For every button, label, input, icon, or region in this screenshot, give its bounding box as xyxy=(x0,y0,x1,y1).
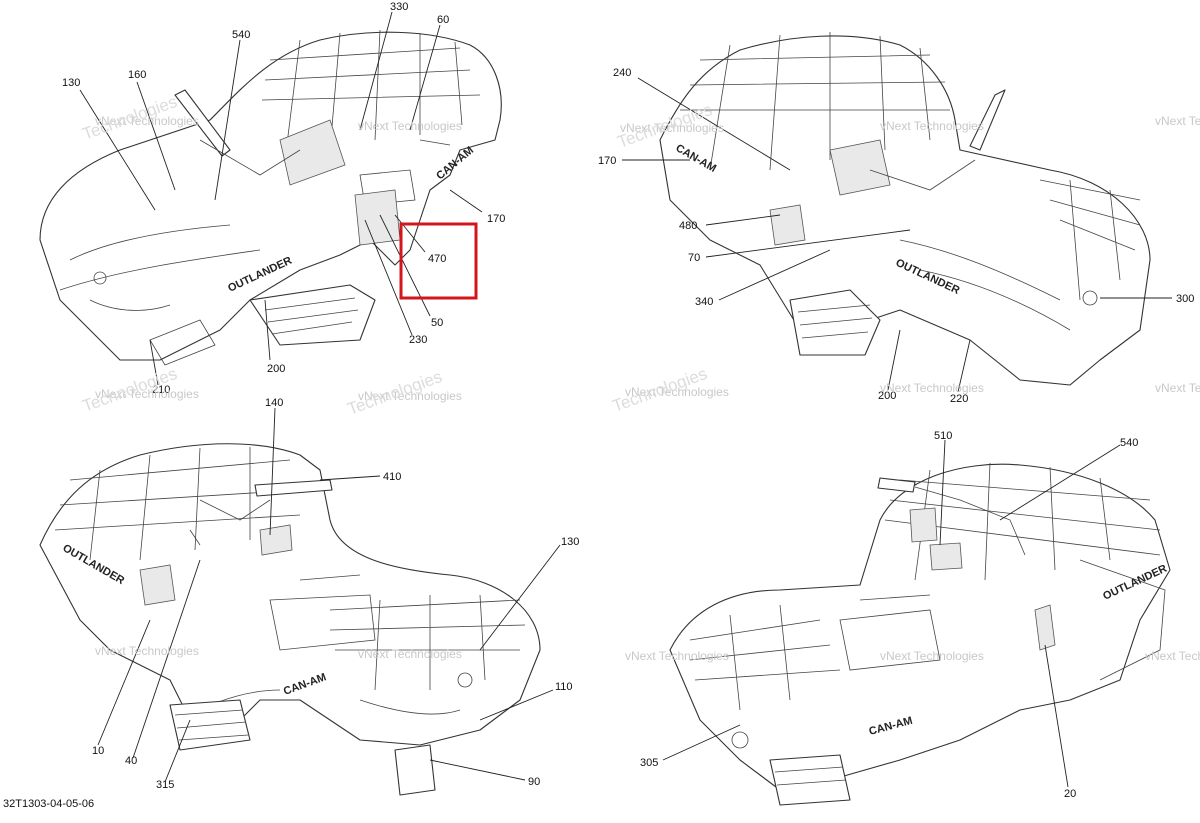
svg-text:vNext Technologies: vNext Technologies xyxy=(625,385,729,399)
highlight-box xyxy=(399,222,478,300)
callout-200-b: 200 xyxy=(878,390,896,402)
callout-330: 330 xyxy=(390,1,408,13)
callout-170-b: 170 xyxy=(598,155,616,167)
callout-230: 230 xyxy=(409,334,427,346)
svg-text:vNext Technologies: vNext Technologies xyxy=(358,119,462,133)
callout-470: 470 xyxy=(428,253,446,265)
callout-160: 160 xyxy=(128,69,146,81)
callout-20: 20 xyxy=(1064,788,1076,800)
callout-305: 305 xyxy=(640,757,658,769)
callout-210: 210 xyxy=(152,384,170,396)
svg-text:vNext Technologies: vNext Technologies xyxy=(625,649,729,663)
svg-text:vNext Technologies: vNext Technologies xyxy=(95,644,199,658)
svg-text:vNext Technologies: vNext Technologies xyxy=(620,121,724,135)
view-rear-left: CAN-AM OUTLANDER 140 410 130 110 10 40 3… xyxy=(39,397,579,796)
diagram-code: 32T1303-04-05-06 xyxy=(3,798,95,810)
callout-130: 130 xyxy=(62,77,80,89)
svg-text:vNext Technologies: vNext Technologies xyxy=(880,649,984,663)
callout-300: 300 xyxy=(1176,293,1194,305)
svg-text:vNext Technologies: vNext Technologies xyxy=(358,647,462,661)
callout-70: 70 xyxy=(688,252,700,264)
view-front-left: CAN-AM OUTLANDER 330 60 540 160 130 170 … xyxy=(39,1,505,396)
callout-315: 315 xyxy=(156,779,174,791)
callout-510: 510 xyxy=(934,430,952,442)
callout-140: 140 xyxy=(265,397,283,409)
callout-10: 10 xyxy=(92,745,104,757)
view-front-right: CAN-AM OUTLANDER 510 540 305 20 xyxy=(640,430,1171,806)
callout-240: 240 xyxy=(613,67,631,79)
svg-text:vNext Technologies: vNext Technologies xyxy=(95,114,199,128)
callout-220: 220 xyxy=(950,393,968,405)
svg-text:vNext Technologies: vNext Technologies xyxy=(1155,381,1200,395)
callout-200: 200 xyxy=(267,363,285,375)
callout-40: 40 xyxy=(125,755,137,767)
callout-60: 60 xyxy=(437,14,449,26)
callout-170: 170 xyxy=(487,213,505,225)
svg-text:vNext Technologies: vNext Technologies xyxy=(1155,114,1200,128)
svg-text:vNext Technologies: vNext Technologies xyxy=(880,119,984,133)
callout-110: 110 xyxy=(555,681,573,693)
callout-50: 50 xyxy=(431,317,443,329)
callout-340: 340 xyxy=(695,296,713,308)
callout-410: 410 xyxy=(383,471,401,483)
callout-480: 480 xyxy=(679,220,697,232)
svg-text:vNext Technologies: vNext Technologies xyxy=(880,381,984,395)
callout-130-b: 130 xyxy=(561,536,579,548)
svg-text:vNext Technologies: vNext Technologies xyxy=(95,387,199,401)
svg-text:vNext Technologies: vNext Technologies xyxy=(358,389,462,403)
svg-text:vNext Technologies: vNext Technologies xyxy=(1145,649,1200,663)
view-rear-right: CAN-AM OUTLANDER 240 170 480 70 340 300 … xyxy=(598,32,1194,405)
callout-540: 540 xyxy=(232,29,250,41)
callout-90: 90 xyxy=(528,776,540,788)
callout-540-b: 540 xyxy=(1120,437,1138,449)
